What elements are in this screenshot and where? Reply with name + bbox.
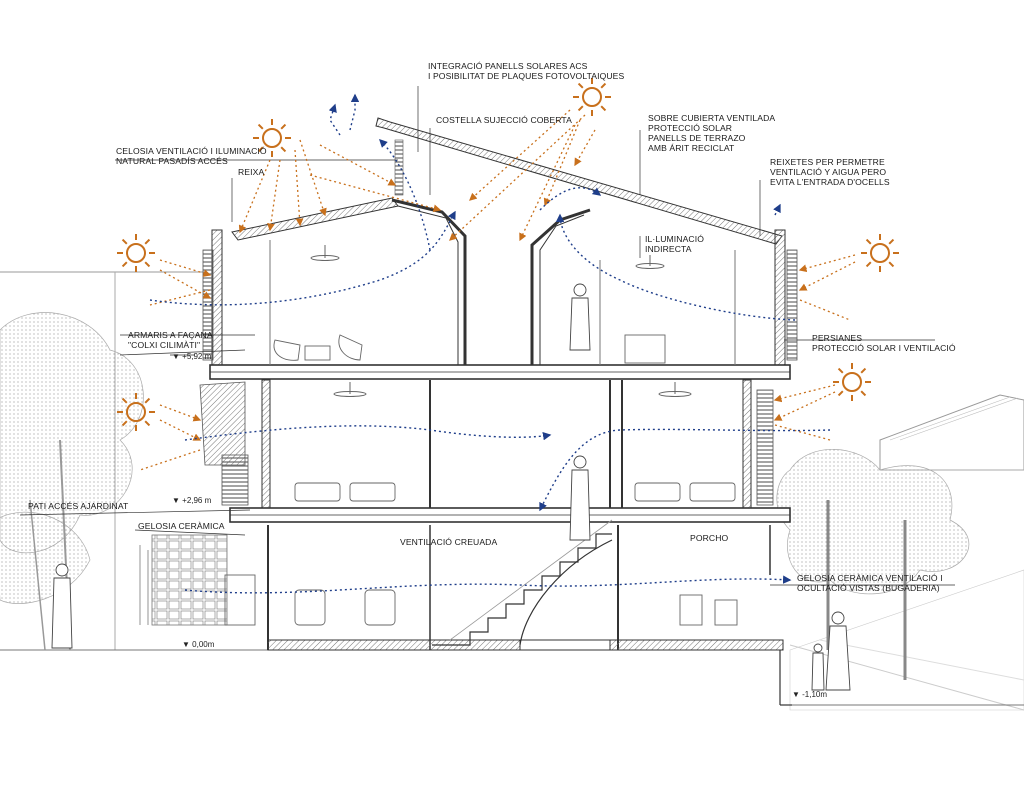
label-ceramic-lattice: GELOSIA CERÀMICA [138, 521, 225, 531]
building-structure [209, 117, 792, 706]
label-wardrobes: ARMARIS A FAÇANA "COLXI CILIMÀTI" [128, 330, 213, 350]
tree-icon [0, 312, 144, 651]
solar-rays [139, 109, 856, 471]
label-grilles: REIXETES PER PERMETRE VENTILACIÓ Y AIGUA… [770, 157, 890, 187]
ventilation-airflow [149, 93, 831, 594]
chair-icon [224, 334, 738, 626]
label-porch: PORCHO [690, 533, 729, 543]
suns [117, 78, 899, 431]
label-laundry-lattice: GELOSIA CERÀMICA VENTILACIÓ I OCULTACIÓ … [797, 573, 943, 593]
tree-icon [776, 449, 970, 680]
sun-icon [861, 234, 899, 272]
sun-icon [253, 119, 291, 157]
facade-blinds [199, 139, 798, 506]
bed-icon [294, 482, 396, 502]
furniture [139, 334, 738, 626]
level-marker-mid: ▼ +2,96 m [172, 496, 212, 505]
label-courtyard: PATI ACCÉS AJARDINAT [28, 501, 129, 511]
person-silhouette-icon [51, 283, 851, 691]
label-ventilated-roof: SOBRE CUBIERTA VENTILADA PROTECCIÓ SOLAR… [648, 113, 776, 153]
ceramic-lattice [151, 534, 228, 626]
label-reixa: REIXA [238, 167, 265, 177]
level-marker-street: ▼ -1,10m [792, 690, 828, 699]
label-cross-ventilation: VENTILACIÓ CREUADA [400, 537, 498, 547]
annotation-leaders [19, 86, 955, 586]
level-marker-top: ▼ +5,92 m [172, 352, 212, 361]
sun-icon [117, 234, 155, 272]
level-marker-ground: ▼ 0,00m [182, 640, 215, 649]
sun-icon [833, 363, 871, 401]
label-solar-panels: INTEGRACIÓ PANELLS SOLARES ACS I POSIBIL… [428, 61, 625, 81]
ceiling-fan-icon [310, 245, 692, 397]
sun-icon [117, 393, 155, 431]
label-indirect-light: IL·LUMINACIÓ INDIRECTA [645, 234, 704, 254]
label-lattice-ventilation: CELOSIA VENTILACIÓ I ILUMINACIÓ NATURAL … [116, 146, 267, 166]
label-roof-rib: COSTELLA SUJECCIÓ COBERTA [436, 115, 572, 125]
sun-icon [573, 78, 611, 116]
bed-icon [634, 482, 736, 502]
label-blinds: PERSIANES PROTECCIÓ SOLAR I VENTILACIÓ [812, 333, 956, 353]
